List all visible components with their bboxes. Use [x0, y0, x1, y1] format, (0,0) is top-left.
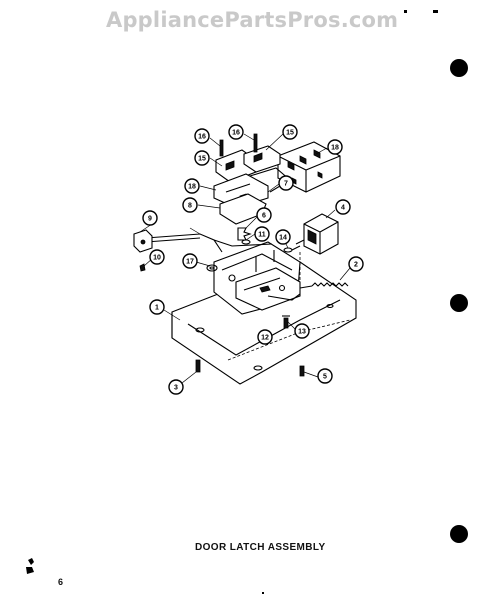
callout-label: 3	[174, 385, 178, 392]
callout-label: 7	[284, 181, 288, 188]
scan-speck	[404, 10, 407, 13]
scan-speck	[262, 592, 264, 594]
small-screw	[139, 263, 146, 272]
spring	[299, 282, 349, 289]
callout-label: 12	[261, 335, 269, 342]
callout-label: 2	[354, 262, 358, 269]
nut	[206, 264, 218, 272]
callout-1: 1	[149, 299, 165, 315]
callout-label: 14	[279, 235, 287, 242]
scan-speck	[26, 558, 34, 574]
switch-housing	[277, 141, 341, 193]
page-number: 6	[58, 577, 64, 587]
callout-label: 17	[186, 259, 194, 266]
screw	[282, 315, 290, 329]
nut	[283, 247, 293, 253]
callout-label: 15	[198, 156, 206, 163]
callout-3: 3	[168, 379, 184, 395]
callout-8: 8	[182, 197, 198, 213]
watermark: AppliancePartsPros.com	[106, 8, 399, 32]
callout-14: 14	[275, 229, 291, 245]
callout-label: 4	[341, 205, 345, 212]
callout-label: 1	[155, 305, 159, 312]
callout-label: 18	[331, 145, 339, 152]
callout-label: 18	[188, 184, 196, 191]
binder-hole-top	[450, 59, 468, 77]
callout-11: 11	[254, 226, 270, 242]
callout-15: 15	[282, 124, 298, 140]
callout-label: 6	[262, 213, 266, 220]
callout-label: 8	[188, 203, 192, 210]
callout-label: 13	[298, 329, 306, 336]
linkage-rod	[145, 233, 273, 253]
pin	[219, 139, 224, 157]
callout-5: 5	[317, 368, 333, 384]
callout-18: 18	[184, 178, 200, 194]
pin	[253, 133, 258, 153]
callout-label: 16	[232, 130, 240, 137]
callout-9: 9	[142, 210, 158, 226]
callout-6: 6	[256, 207, 272, 223]
scan-speck	[433, 10, 438, 13]
latch-plate	[213, 241, 301, 315]
callout-13: 13	[294, 323, 310, 339]
callout-4: 4	[335, 199, 351, 215]
solenoid	[291, 213, 339, 288]
callout-label: 15	[286, 130, 294, 137]
screw	[195, 359, 201, 373]
callout-label: 9	[148, 216, 152, 223]
washer	[241, 239, 251, 245]
rod-bracket	[133, 229, 153, 253]
callout-18: 18	[327, 139, 343, 155]
callout-2: 2	[348, 256, 364, 272]
wing-clip	[237, 227, 252, 241]
diagram-caption: DOOR LATCH ASSEMBLY	[195, 542, 326, 553]
callout-10: 10	[149, 249, 165, 265]
callout-12: 12	[257, 329, 273, 345]
binder-hole-middle	[450, 294, 468, 312]
callout-label: 5	[323, 374, 327, 381]
binder-hole-bottom	[450, 525, 468, 543]
callout-15: 15	[194, 150, 210, 166]
callout-7: 7	[278, 175, 294, 191]
callout-16: 16	[228, 124, 244, 140]
micro-switch	[243, 145, 281, 173]
callout-label: 11	[258, 232, 266, 239]
callout-17: 17	[182, 253, 198, 269]
callout-label: 10	[153, 255, 161, 262]
callout-16: 16	[194, 128, 210, 144]
callout-label: 16	[198, 134, 206, 141]
screw	[299, 365, 305, 377]
